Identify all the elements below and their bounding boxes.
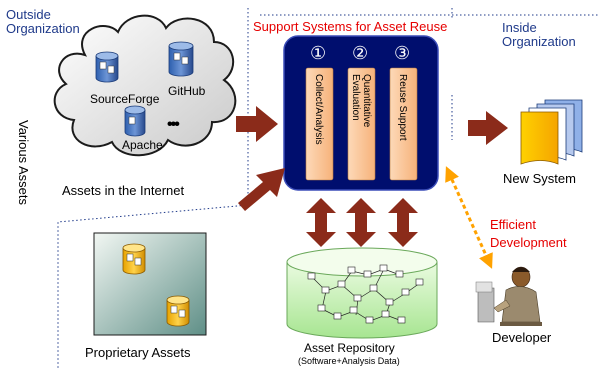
outside-organization-label: Outside Organization <box>6 7 80 37</box>
developer-icon <box>475 266 542 326</box>
various-assets-label: Various Assets <box>16 120 31 206</box>
inside-organization-label: Inside Organization <box>502 20 576 50</box>
asset-repository-cylinder <box>286 247 438 339</box>
arrow-proprietary-to-system <box>238 168 285 211</box>
proprietary-assets-box <box>93 232 207 336</box>
apache-label: Apache <box>122 138 163 152</box>
pillar-3-label: Reuse Support <box>397 74 408 141</box>
pillar-1-number: ① <box>310 43 327 63</box>
pillar-1-label: Collect/Analysis <box>313 74 324 145</box>
outside-organization-text: Outside Organization <box>6 7 80 37</box>
pillar-2-number: ② <box>352 43 369 63</box>
repository-caption: Asset Repository <box>304 341 395 355</box>
sourceforge-database-icon <box>95 51 119 83</box>
efficient-development-arrow <box>445 166 493 269</box>
arrow-internet-to-system <box>236 106 278 142</box>
github-label: GitHub <box>168 84 206 98</box>
pillar-3-number: ③ <box>394 43 411 63</box>
pillar-collect-analysis <box>305 67 334 181</box>
pillar-reuse-support <box>389 67 418 181</box>
repository-nodes <box>307 264 424 324</box>
arrow-repository-link-2 <box>346 198 376 247</box>
proprietary-assets-caption: Proprietary Assets <box>85 345 191 360</box>
new-system-documents-icon <box>520 99 583 165</box>
arrow-repository-link-1 <box>306 198 336 247</box>
arrow-system-to-new-system <box>468 111 508 145</box>
efficient-development-label: Efficient Development <box>490 217 567 250</box>
sourceforge-label: SourceForge <box>90 92 160 106</box>
developer-caption: Developer <box>492 330 552 345</box>
pillar-quantitative-evaluation <box>347 67 376 181</box>
github-database-icon <box>168 41 194 77</box>
inside-organization-text: Inside Organization <box>502 20 576 50</box>
apache-database-icon <box>124 105 146 137</box>
repository-subcaption: (Software+Analysis Data) <box>298 356 400 366</box>
organization-boundary <box>57 8 600 368</box>
more-sites-ellipsis: ••• <box>167 116 180 133</box>
internet-cloud <box>53 14 237 157</box>
arrow-repository-link-3 <box>388 198 418 247</box>
internet-assets-caption: Assets in the Internet <box>62 183 185 198</box>
pillar-2-label: Quantitative Evaluation <box>350 74 372 128</box>
new-system-caption: New System <box>503 171 576 186</box>
support-systems-title: Support Systems for Asset Reuse <box>253 19 448 34</box>
